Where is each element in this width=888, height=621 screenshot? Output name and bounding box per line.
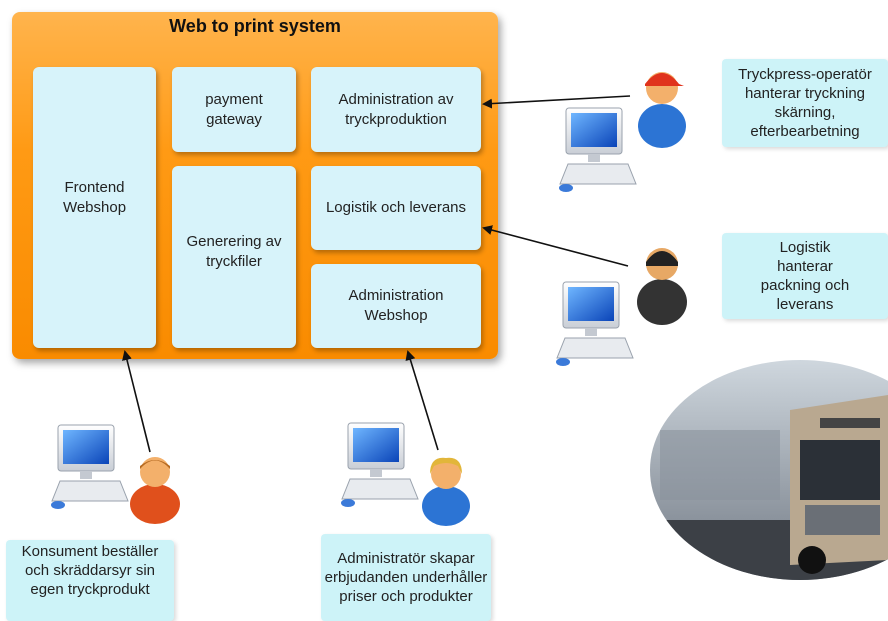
arrow-consumer xyxy=(122,350,151,453)
person-operator-icon xyxy=(638,72,686,148)
module-frontend-webshop: Frontend Webshop xyxy=(33,67,156,348)
module-administration-webshop: Administration Webshop xyxy=(311,264,481,348)
computer-icon xyxy=(559,107,637,192)
module-generering-label: Generering av tryckfiler xyxy=(186,233,282,270)
module-frontend-label: Frontend Webshop xyxy=(62,178,127,216)
note-operator-text: Tryckpress-operatör hanterar tryckning s… xyxy=(738,66,872,140)
note-consumer: Konsument beställer och skräddarsyr sin … xyxy=(6,540,174,621)
person-admin-icon xyxy=(422,457,470,526)
person-logistics-icon xyxy=(637,248,687,325)
arrow-admin xyxy=(405,350,439,451)
note-consumer-text: Konsument beställer och skräddarsyr sin … xyxy=(21,543,159,598)
note-admin-text: Administratör skapar erbjudanden underhå… xyxy=(324,550,488,605)
module-logistik-label: Logistik och leverans xyxy=(325,199,467,216)
truck-photo xyxy=(650,360,888,580)
module-admin-webshop-label: Administration Webshop xyxy=(348,287,444,324)
module-administration-tryckproduktion: Administration av tryckproduktion xyxy=(311,67,481,152)
computer-icon xyxy=(556,281,634,366)
note-admin: Administratör skapar erbjudanden underhå… xyxy=(321,534,491,621)
arrow-operator xyxy=(482,95,631,109)
computer-icon xyxy=(341,422,419,507)
arrow-logistics xyxy=(482,225,629,267)
note-operator: Tryckpress-operatör hanterar tryckning s… xyxy=(722,59,888,147)
module-logistik-leverans: Logistik och leverans xyxy=(311,166,481,250)
module-admin-tryck-label: Administration av tryckproduktion xyxy=(338,90,454,128)
module-payment-label: payment gateway xyxy=(205,90,263,128)
note-logistics-text: Logistik hanterar packning och leverans xyxy=(760,239,850,313)
note-logistics: Logistik hanterar packning och leverans xyxy=(722,233,888,319)
module-payment-gateway: payment gateway xyxy=(172,67,296,152)
computer-icon xyxy=(51,424,129,509)
module-generering-tryckfiler: Generering av tryckfiler xyxy=(172,166,296,348)
person-consumer-icon xyxy=(130,457,180,524)
system-title: Web to print system xyxy=(169,16,341,36)
